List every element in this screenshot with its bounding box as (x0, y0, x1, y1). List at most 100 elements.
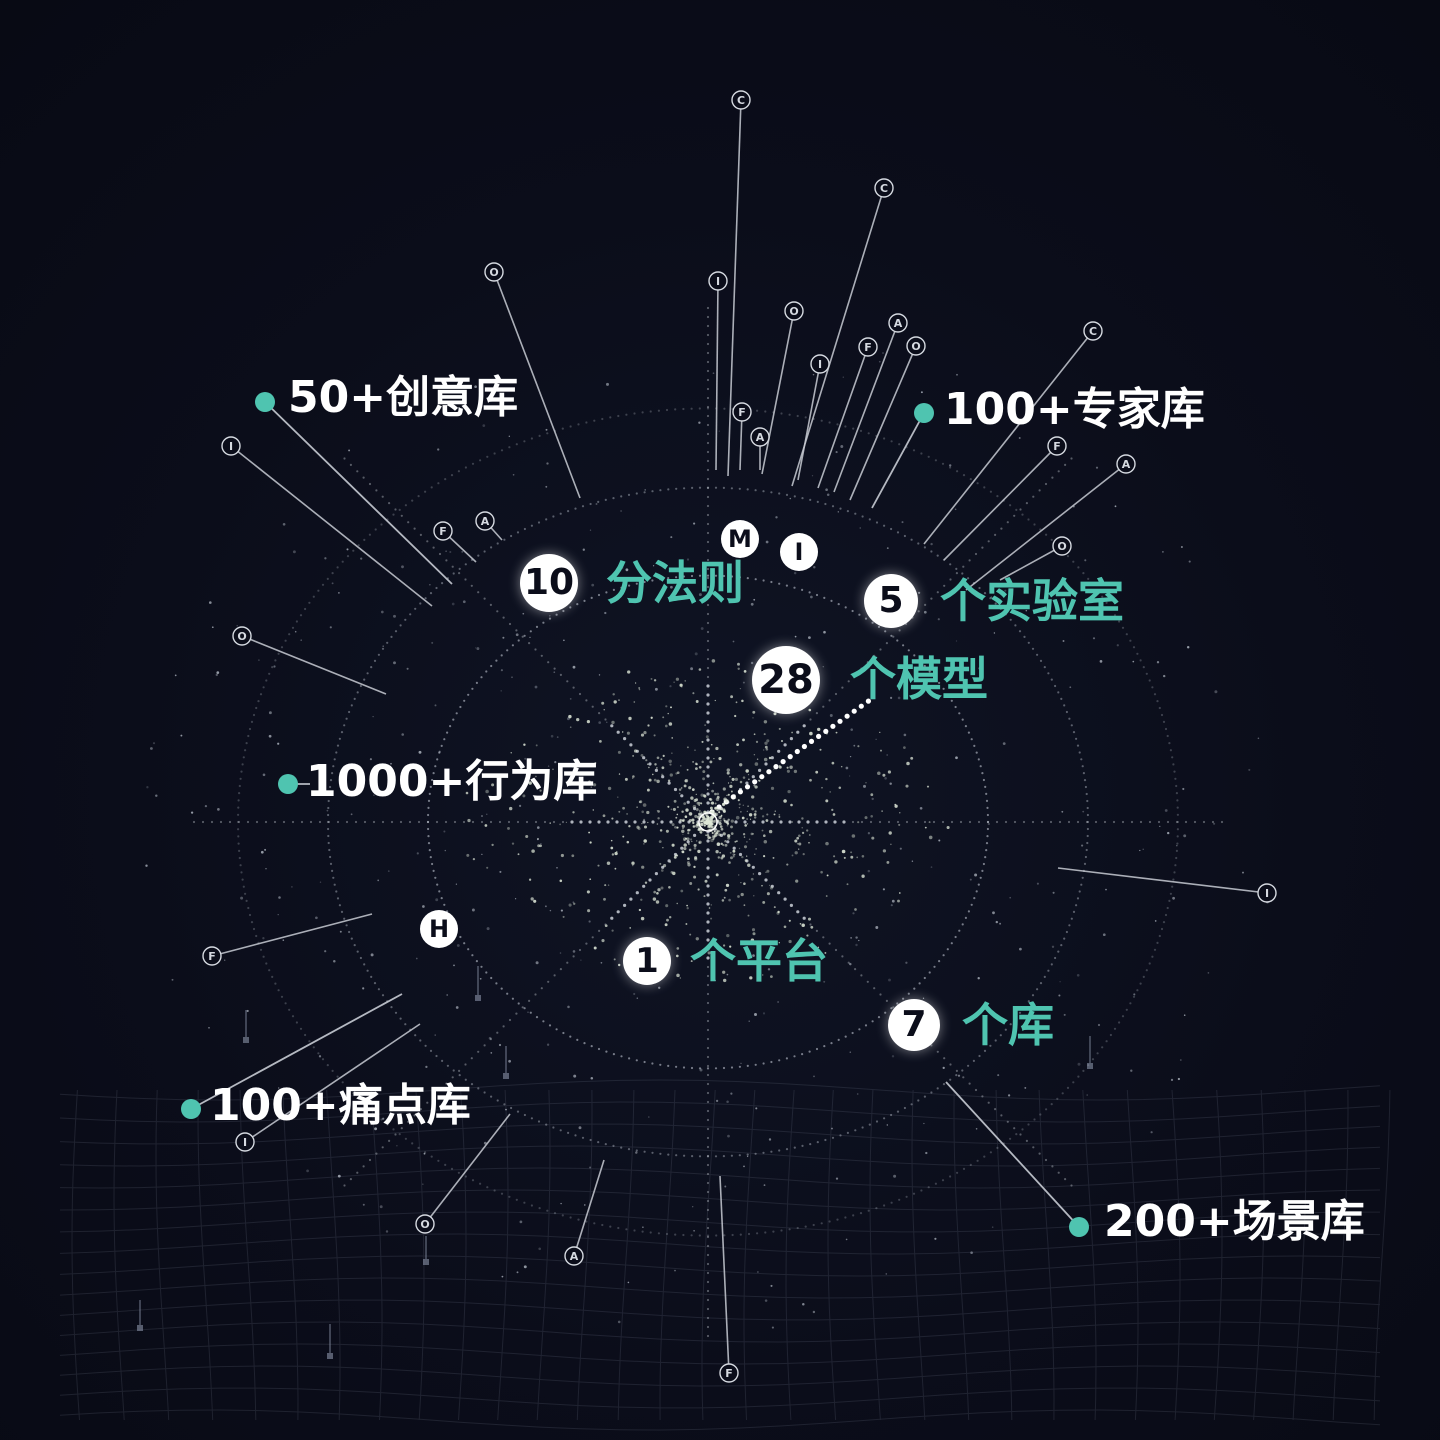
ring-dot (628, 584, 631, 587)
ring-dot (434, 765, 437, 768)
scatter-dot (633, 992, 636, 996)
scatter-dot (387, 870, 390, 872)
spoke-dot (400, 514, 403, 517)
scatter-dot (268, 734, 272, 738)
ring-dot (778, 1149, 781, 1152)
core-dot (660, 758, 663, 761)
core-dot (681, 824, 686, 828)
core-dot (838, 786, 842, 789)
scatter-dot (1130, 1069, 1133, 1072)
core-dot (730, 790, 733, 793)
ring-dot (331, 572, 334, 575)
spoke-dot (588, 820, 592, 824)
scatter-dot (422, 905, 425, 908)
ring-dot (1056, 1097, 1059, 1100)
spoke-dot (822, 705, 825, 708)
scatter-dot (938, 839, 941, 842)
spoke-dot (246, 820, 250, 824)
ring-dot (1054, 684, 1057, 688)
connector-line (244, 1023, 421, 1143)
ring-dot (907, 992, 910, 995)
scatter-dot (867, 832, 871, 835)
ring-dot (854, 512, 857, 515)
ring-dot (871, 1020, 874, 1023)
scatter-dot (479, 977, 482, 980)
ring-dot (967, 577, 970, 580)
spoke-dot (777, 891, 781, 895)
ring-dot (1086, 799, 1089, 803)
ring-dot (1043, 975, 1046, 979)
ring-dot (490, 976, 493, 980)
ring-dot (332, 876, 335, 879)
ring-dot (338, 904, 341, 907)
mesh-line (59, 1123, 1381, 1145)
ring-dot (370, 666, 373, 669)
ring-dot (271, 975, 274, 979)
ring-dot (1086, 820, 1090, 824)
ring-dot (1160, 927, 1164, 931)
spoke-dot (693, 833, 697, 838)
ring-dot (493, 1189, 496, 1192)
ring-dot (247, 906, 250, 910)
spoke-dot (381, 1146, 384, 1149)
core-dot (664, 923, 668, 927)
ring-dot (706, 1155, 710, 1158)
ring-dot (1009, 1137, 1012, 1140)
spoke-dot (706, 513, 710, 517)
ring-dot (463, 699, 466, 702)
core-dot (643, 818, 646, 821)
spoke-dot (994, 1108, 997, 1111)
ring-dot (574, 507, 577, 510)
core-dot (724, 888, 728, 892)
core-dot (688, 819, 692, 822)
scatter-dot (546, 1043, 550, 1046)
ring-dot (435, 1054, 438, 1058)
ring-dot (635, 582, 638, 585)
ring-dot (1054, 956, 1057, 960)
core-dot (833, 855, 836, 858)
spoke-dot (417, 820, 421, 824)
core-dot (621, 731, 624, 733)
ring-dot (970, 903, 973, 906)
core-dot (857, 821, 860, 824)
scatter-dot (216, 671, 220, 674)
ring-dot (327, 806, 330, 810)
core-dot (726, 824, 729, 827)
ring-dot (903, 534, 907, 538)
spoke-dot (394, 1133, 397, 1136)
spoke-dot (981, 1095, 984, 1098)
core-dot (737, 874, 740, 876)
core-dot (903, 746, 906, 749)
spoke-dot (407, 1120, 410, 1123)
spoke-dot (528, 999, 531, 1003)
ring-dot (896, 531, 900, 534)
ring-dot (392, 513, 395, 516)
ring-dot (242, 756, 245, 759)
ring-dot (667, 1153, 670, 1156)
spoke-dot (561, 820, 565, 824)
ring-dot (477, 1087, 480, 1090)
core-dot (607, 884, 610, 886)
scatter-dot (362, 987, 365, 990)
scatter-dot (150, 747, 153, 750)
scatter-dot (215, 673, 219, 677)
leader-line (264, 401, 453, 585)
endpoint-node: I (235, 1132, 255, 1152)
scatter-dot (488, 1036, 492, 1040)
spoke-dot (706, 702, 710, 706)
scatter-dot (572, 665, 576, 669)
scatter-dot (379, 1205, 383, 1209)
ring-dot (341, 1081, 344, 1084)
scatter-dot (382, 1117, 385, 1120)
ring-dot (985, 792, 988, 796)
scatter-dot (273, 665, 276, 668)
core-dot (701, 819, 704, 823)
scatter-dot (1099, 660, 1103, 663)
core-dot (699, 831, 703, 834)
core-dot (646, 788, 650, 792)
ring-dot (340, 731, 344, 734)
ring-dot (643, 1150, 646, 1153)
core-dot (741, 855, 744, 859)
spoke-dot (764, 762, 768, 766)
